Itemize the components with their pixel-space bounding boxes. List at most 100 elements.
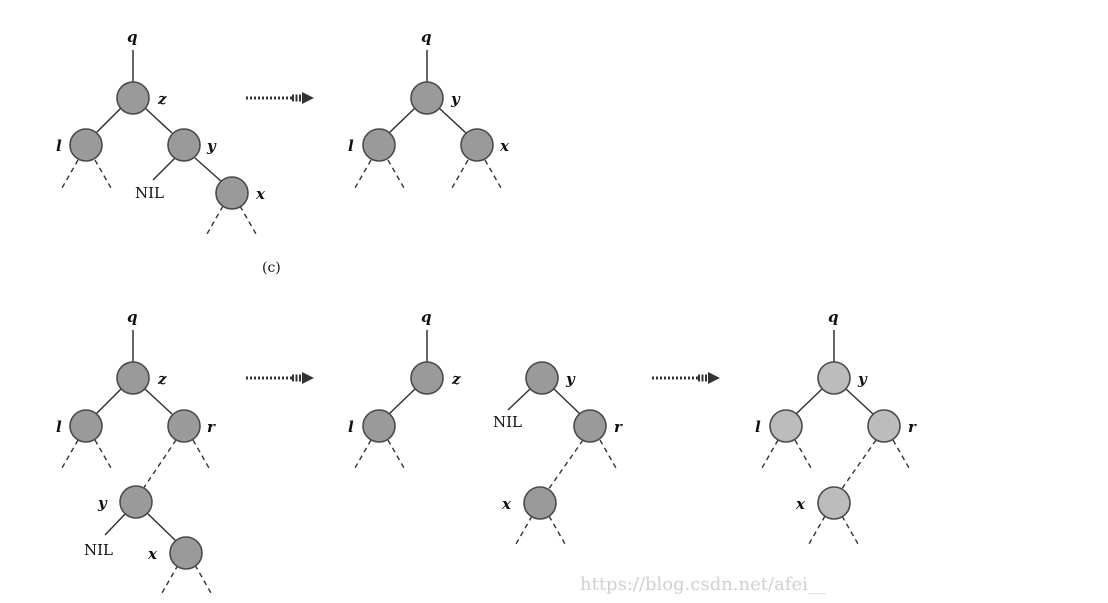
- subtree-edge: [61, 439, 79, 469]
- node-label: l: [755, 418, 761, 436]
- tree-node: [817, 486, 851, 520]
- tree-d-middle-z: q z l: [348, 308, 461, 469]
- tree-node: [215, 176, 249, 210]
- edge: [152, 157, 176, 181]
- dotted-right-arrow-icon: [246, 372, 314, 384]
- subtree-edge: [548, 515, 566, 545]
- nil-label: NIL: [84, 541, 113, 559]
- node-label: q: [828, 308, 839, 326]
- edge: [388, 388, 416, 415]
- node-label: y: [565, 370, 576, 388]
- tree-d-middle-y: y NIL r x: [493, 361, 623, 545]
- node-label: y: [450, 90, 461, 108]
- node-label: x: [499, 137, 510, 155]
- edge: [194, 157, 223, 183]
- tree-node: [69, 409, 103, 443]
- subtree-edge: [794, 439, 812, 469]
- node-label: z: [157, 90, 167, 108]
- node-label: y: [97, 494, 108, 512]
- subtree-edge: [547, 439, 584, 491]
- subtree-edge: [206, 205, 224, 235]
- edge: [507, 388, 531, 411]
- subtree-edge: [840, 439, 877, 491]
- edge: [95, 388, 122, 415]
- node-label: x: [147, 545, 158, 563]
- subtree-edge: [515, 515, 533, 545]
- node-label: r: [614, 418, 623, 436]
- subtree-edge: [841, 515, 859, 545]
- node-label: z: [451, 370, 461, 388]
- tree-node: [817, 361, 851, 395]
- edge: [795, 388, 823, 415]
- node-label: x: [795, 495, 806, 513]
- node-label: q: [421, 308, 432, 326]
- node-label: y: [206, 137, 217, 155]
- tree-node: [362, 128, 396, 162]
- subtree-edge: [484, 159, 502, 189]
- edge: [553, 388, 581, 415]
- node-label: y: [857, 370, 868, 388]
- tree-node: [119, 485, 153, 519]
- tree-node: [523, 486, 557, 520]
- figure-caption: (c): [262, 260, 281, 276]
- edge: [95, 107, 122, 134]
- tree-node: [69, 128, 103, 162]
- subtree-edge: [761, 439, 779, 469]
- tree-node: [410, 81, 444, 115]
- edge: [144, 107, 173, 134]
- tree-node: [867, 409, 901, 443]
- tree-node: [116, 361, 150, 395]
- tree-node: [573, 409, 607, 443]
- tree-node: [169, 536, 203, 570]
- tree-c-before: q z l y NIL x: [56, 28, 266, 235]
- subtree-edge: [354, 439, 372, 469]
- subtree-edge: [387, 159, 405, 189]
- nil-label: NIL: [493, 413, 522, 431]
- node-label: r: [908, 418, 917, 436]
- tree-node: [167, 409, 201, 443]
- subtree-edge: [892, 439, 910, 469]
- subtree-edge: [192, 439, 210, 469]
- subtree-edge: [387, 439, 405, 469]
- node-label: r: [207, 418, 216, 436]
- node-label: l: [348, 418, 354, 436]
- tree-node: [525, 361, 559, 395]
- tree-node: [460, 128, 494, 162]
- dotted-right-arrow-icon: [652, 372, 720, 384]
- subtree-edge: [140, 439, 177, 493]
- tree-c-after: q y l x: [348, 28, 510, 189]
- subtree-edge: [599, 439, 617, 469]
- subtree-edge: [451, 159, 469, 189]
- node-label: x: [255, 185, 266, 203]
- edge: [438, 107, 467, 134]
- edge: [104, 511, 128, 536]
- edge: [145, 511, 177, 542]
- node-label: q: [127, 28, 138, 46]
- edge: [388, 107, 416, 134]
- tree-node: [167, 128, 201, 162]
- node-label: l: [56, 137, 62, 155]
- subtree-edge: [161, 564, 179, 594]
- nil-label: NIL: [135, 184, 164, 202]
- tree-d-after: q y l r x: [755, 308, 917, 545]
- subtree-edge: [94, 159, 112, 189]
- tree-node: [769, 409, 803, 443]
- subtree-edge: [239, 205, 257, 235]
- node-label: z: [157, 370, 167, 388]
- subtree-edge: [808, 515, 826, 545]
- node-label: q: [421, 28, 432, 46]
- tree-node: [362, 409, 396, 443]
- subtree-edge: [194, 564, 212, 594]
- dotted-right-arrow-icon: [246, 92, 314, 104]
- tree-node: [116, 81, 150, 115]
- tree-node: [410, 361, 444, 395]
- tree-d-before: q z l r y NIL x: [56, 308, 216, 594]
- subtree-edge: [94, 439, 112, 469]
- node-label: l: [348, 137, 354, 155]
- edge: [144, 388, 173, 415]
- node-label: l: [56, 418, 62, 436]
- watermark: https://blog.csdn.net/afei__: [580, 574, 826, 595]
- subtree-edge: [354, 159, 372, 189]
- edge: [845, 388, 874, 415]
